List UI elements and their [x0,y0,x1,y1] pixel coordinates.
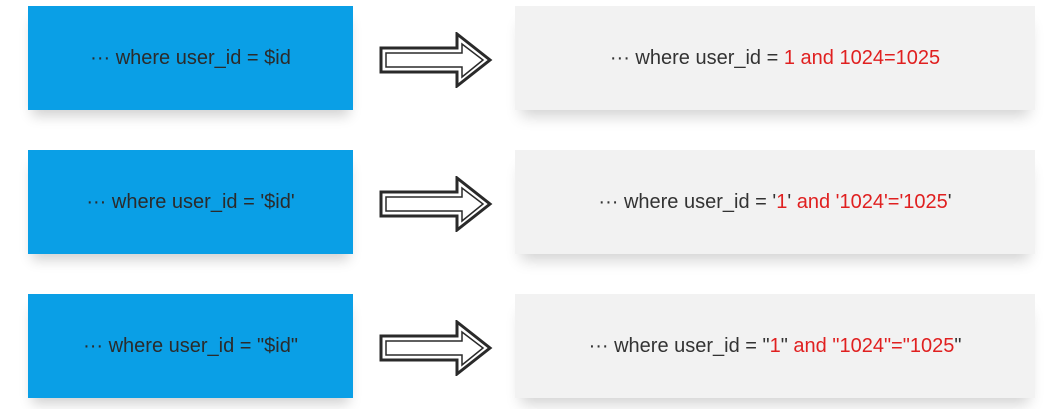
right-query-prefix: ··· where user_id = [609,46,784,69]
left-query-template: ··· where user_id = "$id" [28,294,353,398]
injected-payload: and '1024'='1025 [796,190,948,213]
left-query-text: ··· where user_id = '$id' [86,190,295,213]
injected-payload: 1 and 1024=1025 [783,46,941,69]
right-query-prefix: ··· where user_id = " [588,334,770,357]
right-injected-query: ··· where user_id = "1" and "1024"="1025… [515,294,1035,398]
right-arrow-icon [379,32,493,88]
query-quote: " [780,334,794,357]
left-query-text: ··· where user_id = "$id" [83,334,298,357]
left-query-text: ··· where user_id = $id [90,46,291,69]
query-quote: ' [787,190,797,213]
right-arrow-icon [379,320,493,376]
right-arrow-icon [379,176,493,232]
right-query-prefix: ··· where user_id = ' [598,190,777,213]
left-query-template: ··· where user_id = '$id' [28,150,353,254]
right-injected-query: ··· where user_id = '1' and '1024'='1025… [515,150,1035,254]
injected-payload: and "1024"="1025 [793,334,955,357]
query-quote: ' [947,190,952,213]
row-2: ··· where user_id = '$id' ··· where user… [0,150,1055,254]
injected-payload: 1 [769,334,781,357]
injected-payload: 1 [776,190,788,213]
left-query-template: ··· where user_id = $id [28,6,353,110]
query-quote: " [954,334,962,357]
right-injected-query: ··· where user_id = 1 and 1024=1025 [515,6,1035,110]
row-3: ··· where user_id = "$id" ··· where user… [0,294,1055,398]
row-1: ··· where user_id = $id ··· where user_i… [0,6,1055,110]
